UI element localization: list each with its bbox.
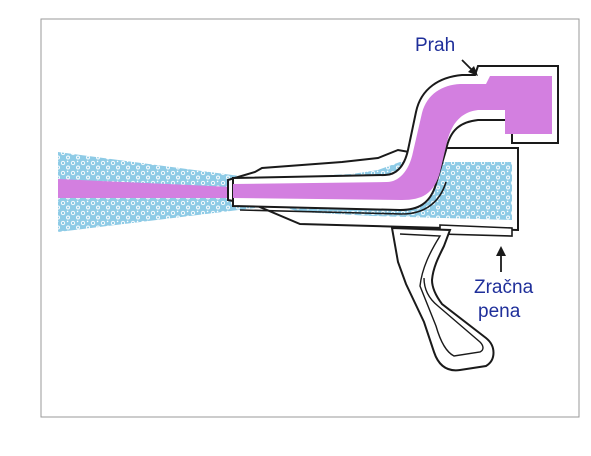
inner-tube-wall — [239, 181, 447, 215]
powder-flow — [233, 76, 552, 200]
powder-jet — [58, 179, 232, 198]
powder-label: Prah — [415, 35, 456, 56]
grip-inner-contour — [399, 233, 484, 357]
air-foam-label-line1: Zračna — [474, 277, 534, 298]
powder-arrow-head — [468, 66, 478, 76]
air-foam-label-line2: pena — [478, 301, 521, 322]
grip-handle — [390, 226, 495, 372]
foam-arrow-head — [496, 246, 506, 256]
